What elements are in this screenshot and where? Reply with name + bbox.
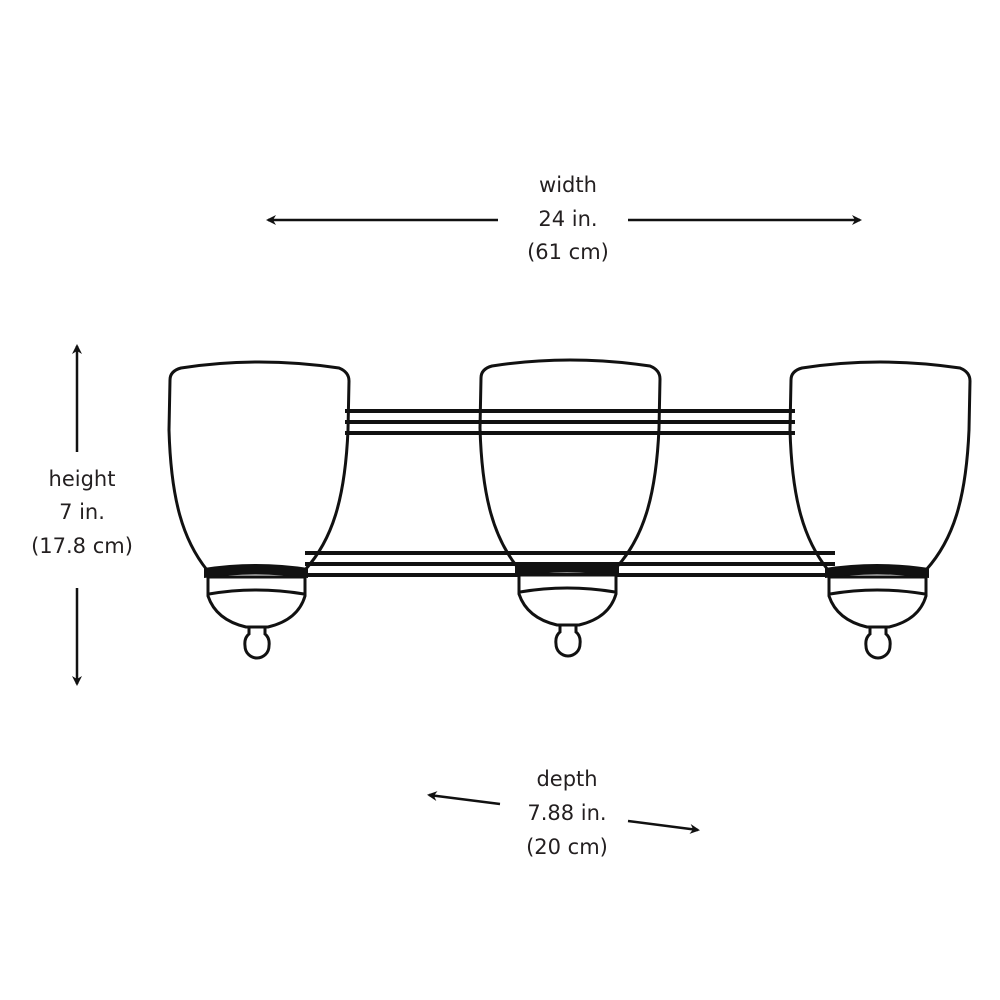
width-metric: (61 cm): [527, 240, 609, 264]
arrow-forward-icon: [627, 819, 700, 834]
height-label: height: [49, 467, 116, 491]
depth-metric: (20 cm): [526, 835, 608, 859]
height-dimension: height 7 in. (17.8 cm): [31, 344, 133, 686]
width-imperial: 24 in.: [538, 207, 597, 231]
light-shade-2: [478, 358, 662, 658]
height-imperial: 7 in.: [59, 500, 105, 524]
depth-dimension: depth 7.88 in. (20 cm): [427, 767, 700, 859]
width-dimension: width 24 in. (61 cm): [266, 173, 862, 264]
light-fixture-illustration: [167, 358, 972, 660]
top-bars: [345, 409, 795, 435]
depth-label: depth: [536, 767, 597, 791]
light-shade-1: [167, 360, 351, 660]
depth-imperial: 7.88 in.: [527, 801, 606, 825]
light-shade-3: [788, 360, 972, 660]
width-label: width: [539, 173, 597, 197]
height-metric: (17.8 cm): [31, 534, 133, 558]
arrow-back-icon: [427, 791, 501, 806]
